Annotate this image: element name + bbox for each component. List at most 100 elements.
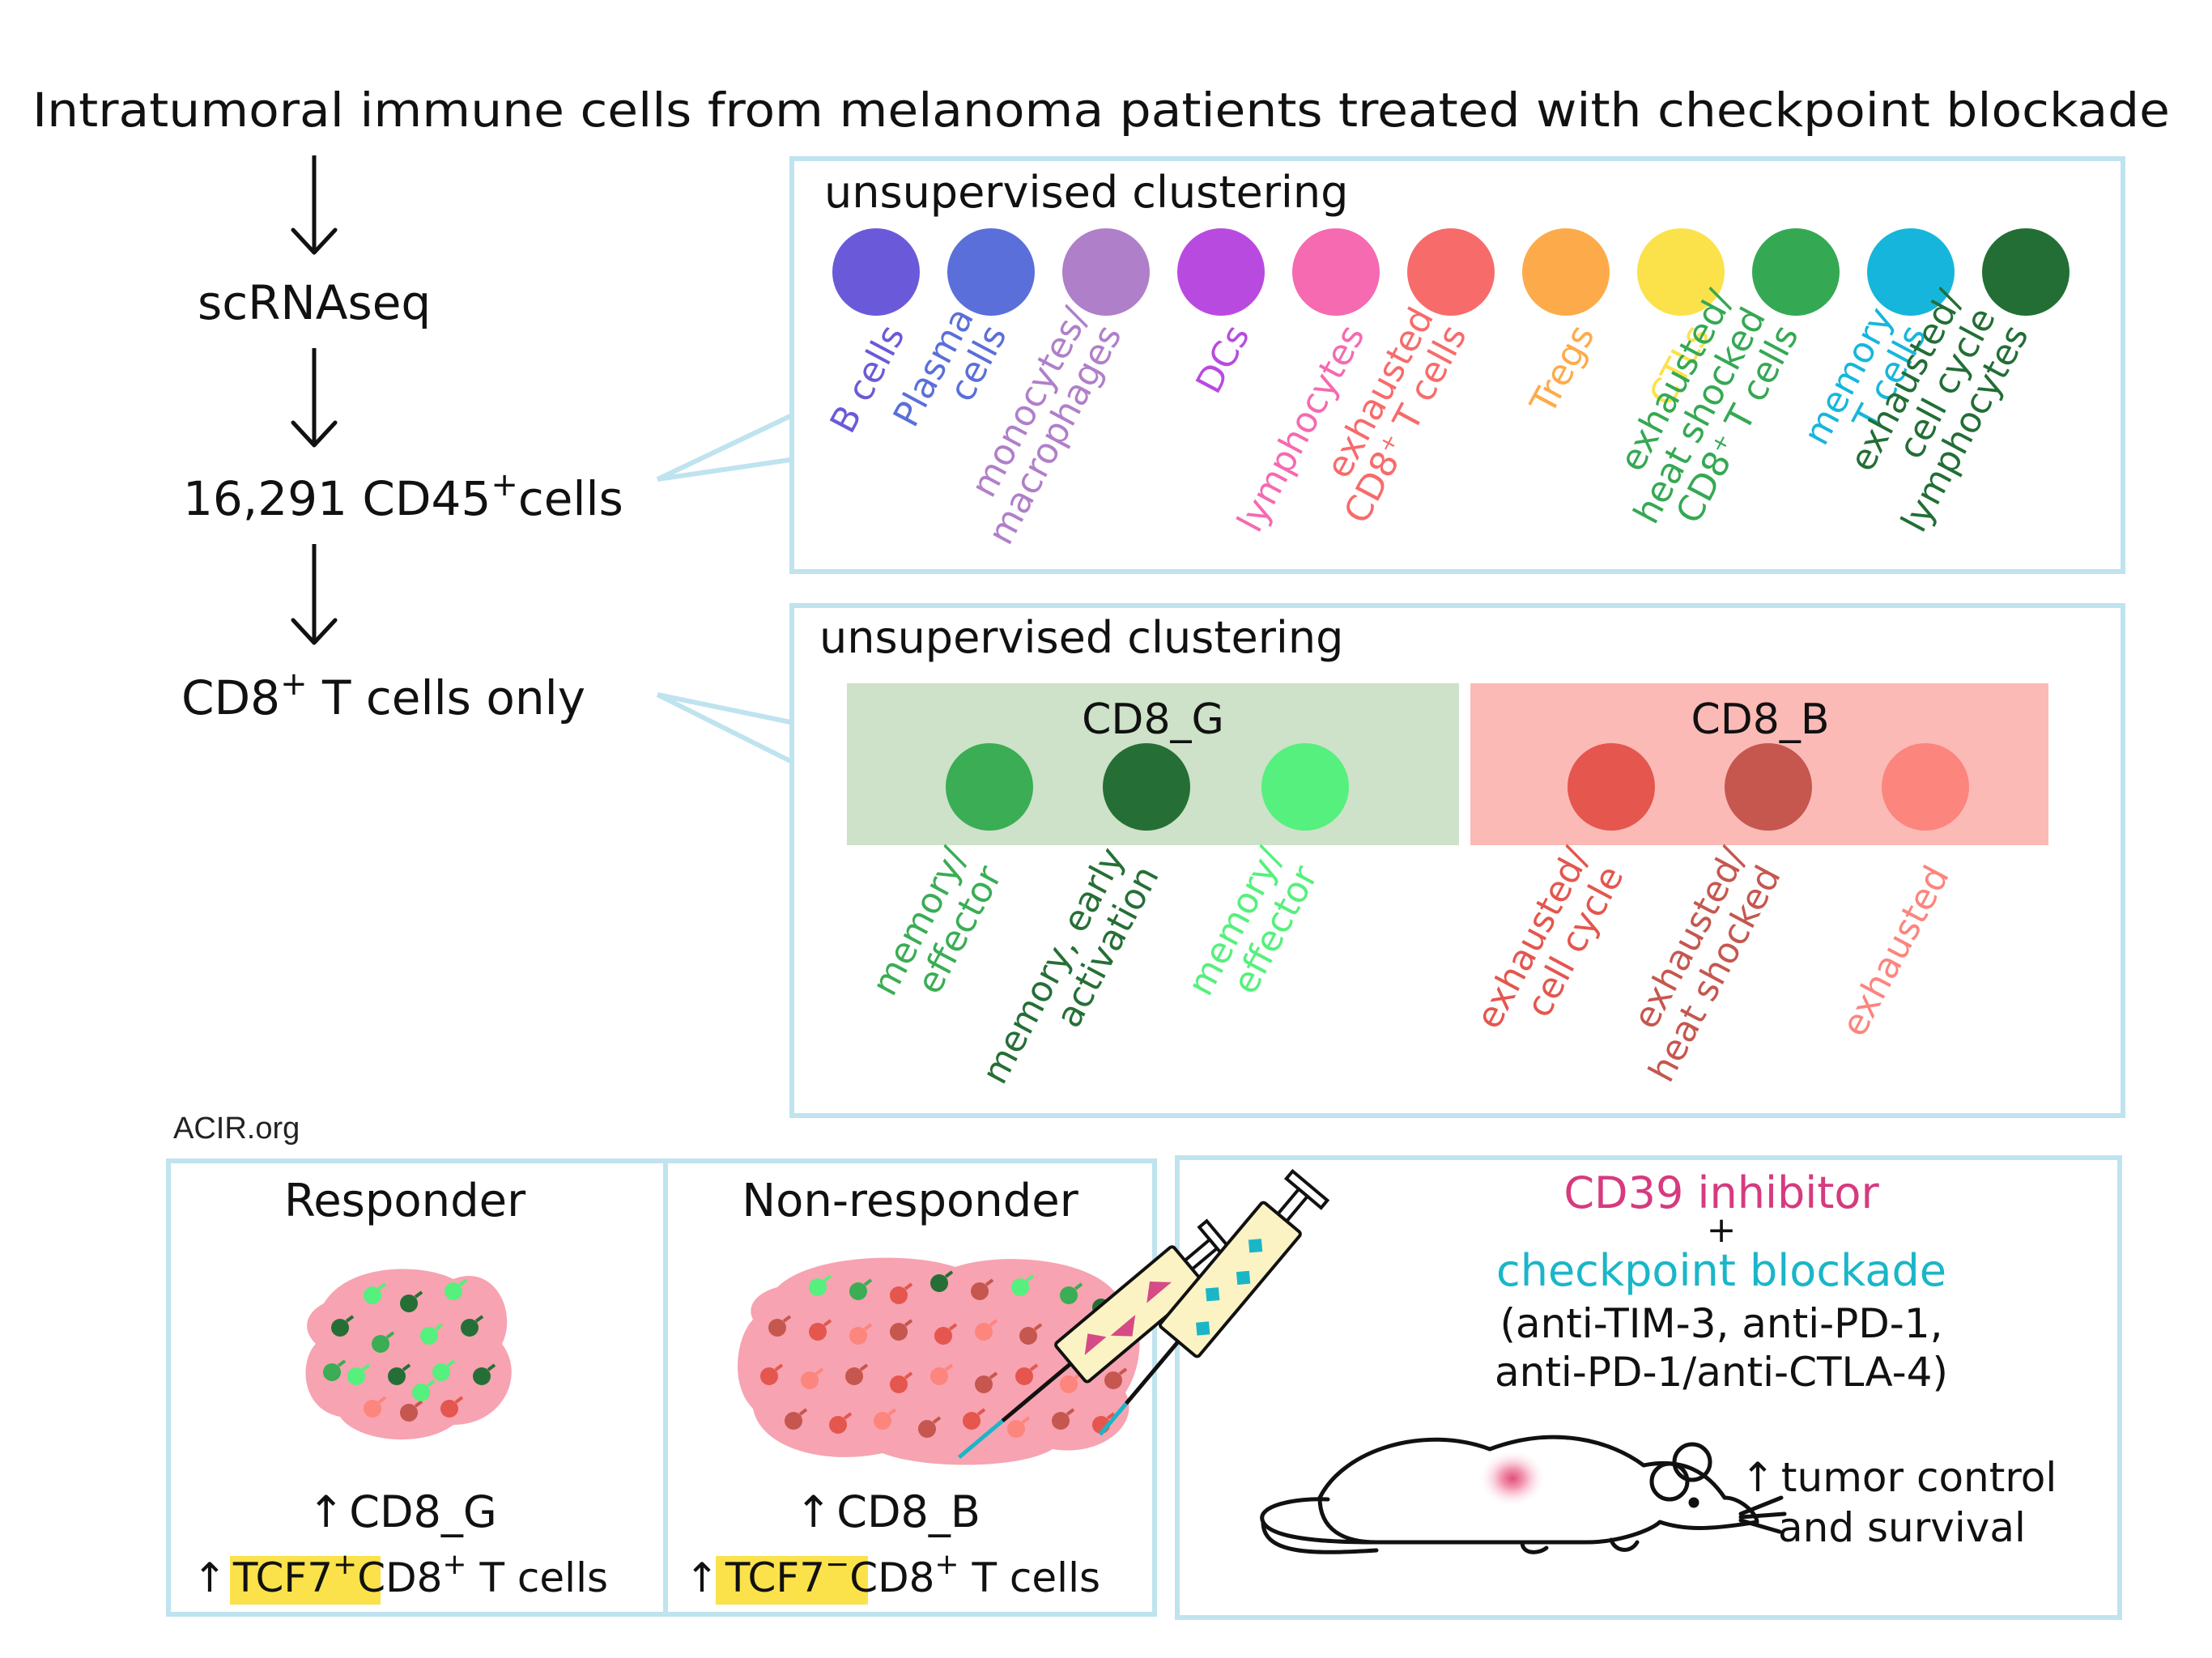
tumor-immune-cell [1007,1420,1025,1438]
tumor-immune-cell [890,1375,908,1393]
cd8-subcluster-dot [1261,743,1349,831]
cluster-dot [1292,228,1380,316]
tumor-immune-cell [372,1335,389,1353]
tumor-immune-cell [971,1282,989,1300]
tumor-immune-cell [934,1327,952,1345]
responder-tumor-cells [323,1278,496,1422]
nonresponder-cd8b-line: ↑CD8_B [795,1486,981,1537]
cell-protrusion [474,1315,484,1323]
cell-protrusion [361,1363,371,1371]
cluster-label: exhausted/heat shockedCD8⁺ T cells [1593,283,1806,548]
tumor-immune-cell [890,1323,908,1341]
cell-protrusion [823,1274,832,1282]
cell-protrusion [1029,1363,1039,1371]
tumor-immune-cell [1019,1327,1037,1345]
cell-protrusion [487,1363,496,1371]
cd39-inhibitor-label: CD39 inhibitor [1563,1167,1879,1218]
tumor-immune-cell [412,1384,430,1401]
tumor-immune-cell [930,1274,948,1292]
tumor-immune-cell [1060,1375,1078,1393]
cd8-subcluster-label: memory/effector [864,840,1010,1021]
tumor-immune-cell [400,1404,418,1422]
cell-protrusion [944,1270,954,1278]
panel-cd8-t-cells [789,603,2125,1118]
tumor-immune-cell [975,1323,993,1341]
main-title: Intratumoral immune cells from melanoma … [32,83,2170,138]
tumor-immune-cell [432,1363,450,1381]
cell-protrusion [1106,1412,1116,1420]
cell-protrusion [1033,1323,1043,1331]
cell-protrusion [385,1331,395,1339]
cell-protrusion [434,1323,444,1331]
cd8-subcluster-dot [946,743,1033,831]
tumor-immune-cell [388,1367,406,1385]
tumor-immune-cell [420,1327,438,1345]
step-scrnaseq: scRNAseq [198,275,431,330]
cell-protrusion [458,1278,468,1286]
cell-protrusion [1118,1367,1128,1375]
mouse-tumor-site [1478,1449,1546,1507]
outcome-line1: ↑tumor control [1741,1454,2057,1501]
cluster-dot [947,228,1035,316]
tumor-immune-cell [890,1286,908,1304]
plus-sign: + [1707,1209,1737,1251]
cd8-subcluster-dot [1725,743,1812,831]
tumor-immune-cell [364,1400,381,1418]
cell-protrusion [1021,1416,1031,1424]
tumor-immune-cell [1060,1286,1078,1304]
nonresponder-panel [663,1158,1157,1617]
syringe-left [957,1218,1239,1460]
nonresponder-tumor-cells [760,1270,1132,1438]
cell-protrusion [989,1319,998,1327]
step-cd45-cells: 16,291 CD45+cells [183,466,623,526]
cluster-dot [1867,228,1955,316]
cd8-g-label: CD8_G [1082,695,1224,744]
flow-arrow-3 [291,544,338,645]
treatment-agents-line2: anti-PD-1/anti-CTLA-4) [1495,1349,1948,1396]
tumor-immune-cell [461,1319,479,1337]
cell-protrusion [948,1323,958,1331]
cell-protrusion [446,1359,456,1367]
cell-protrusion [414,1400,423,1408]
tumor-immune-cell [845,1367,863,1385]
cell-protrusion [815,1367,824,1375]
tumor-immune-cell [1104,1371,1122,1389]
cd8-subcluster-label: exhausted/cell cycle [1468,841,1632,1054]
tumor-immune-cell [874,1412,891,1430]
tumor-immune-cell [440,1400,458,1418]
cell-protrusion [976,1408,986,1416]
responder-tumor [305,1269,512,1440]
cell-protrusion [887,1408,897,1416]
tumor-immune-cell [1011,1278,1029,1296]
cluster-dot [1637,228,1725,316]
cluster-dot [1752,228,1840,316]
responder-title: Responder [284,1175,526,1227]
responder-tcf7-line: ↑TCF7+CD8+ T cells [193,1548,608,1601]
cell-protrusion [402,1363,411,1371]
cluster-dot [1177,228,1265,316]
cell-protrusion [843,1412,853,1420]
tumor-immune-cell [849,1282,867,1300]
nonresponder-tcf7-highlight [716,1556,868,1605]
tumor-immune-cell [1052,1412,1070,1430]
cell-protrusion [377,1396,387,1404]
cluster-dot [1062,228,1150,316]
outcome-line2: and survival [1778,1504,2026,1551]
cell-protrusion [989,1371,998,1380]
tumor-immune-cell [364,1286,381,1304]
cd8-subcluster-label: memory/effector [1180,840,1326,1021]
tumor-immune-cell [473,1367,491,1385]
cell-protrusion [863,1278,873,1286]
tumor-immune-cell [963,1412,981,1430]
cell-protrusion [985,1278,994,1286]
cd8-subcluster-label: exhausted [1834,859,1958,1043]
tumor-immune-cell [347,1367,365,1385]
cell-protrusion [1066,1408,1075,1416]
responder-tcf7-highlight [230,1556,381,1605]
tumor-immune-cell [768,1319,786,1337]
cell-protrusion [932,1416,942,1424]
tumor-immune-cell [809,1323,827,1341]
tumor-immune-cell [331,1319,349,1337]
tumor-immune-cell [785,1412,802,1430]
